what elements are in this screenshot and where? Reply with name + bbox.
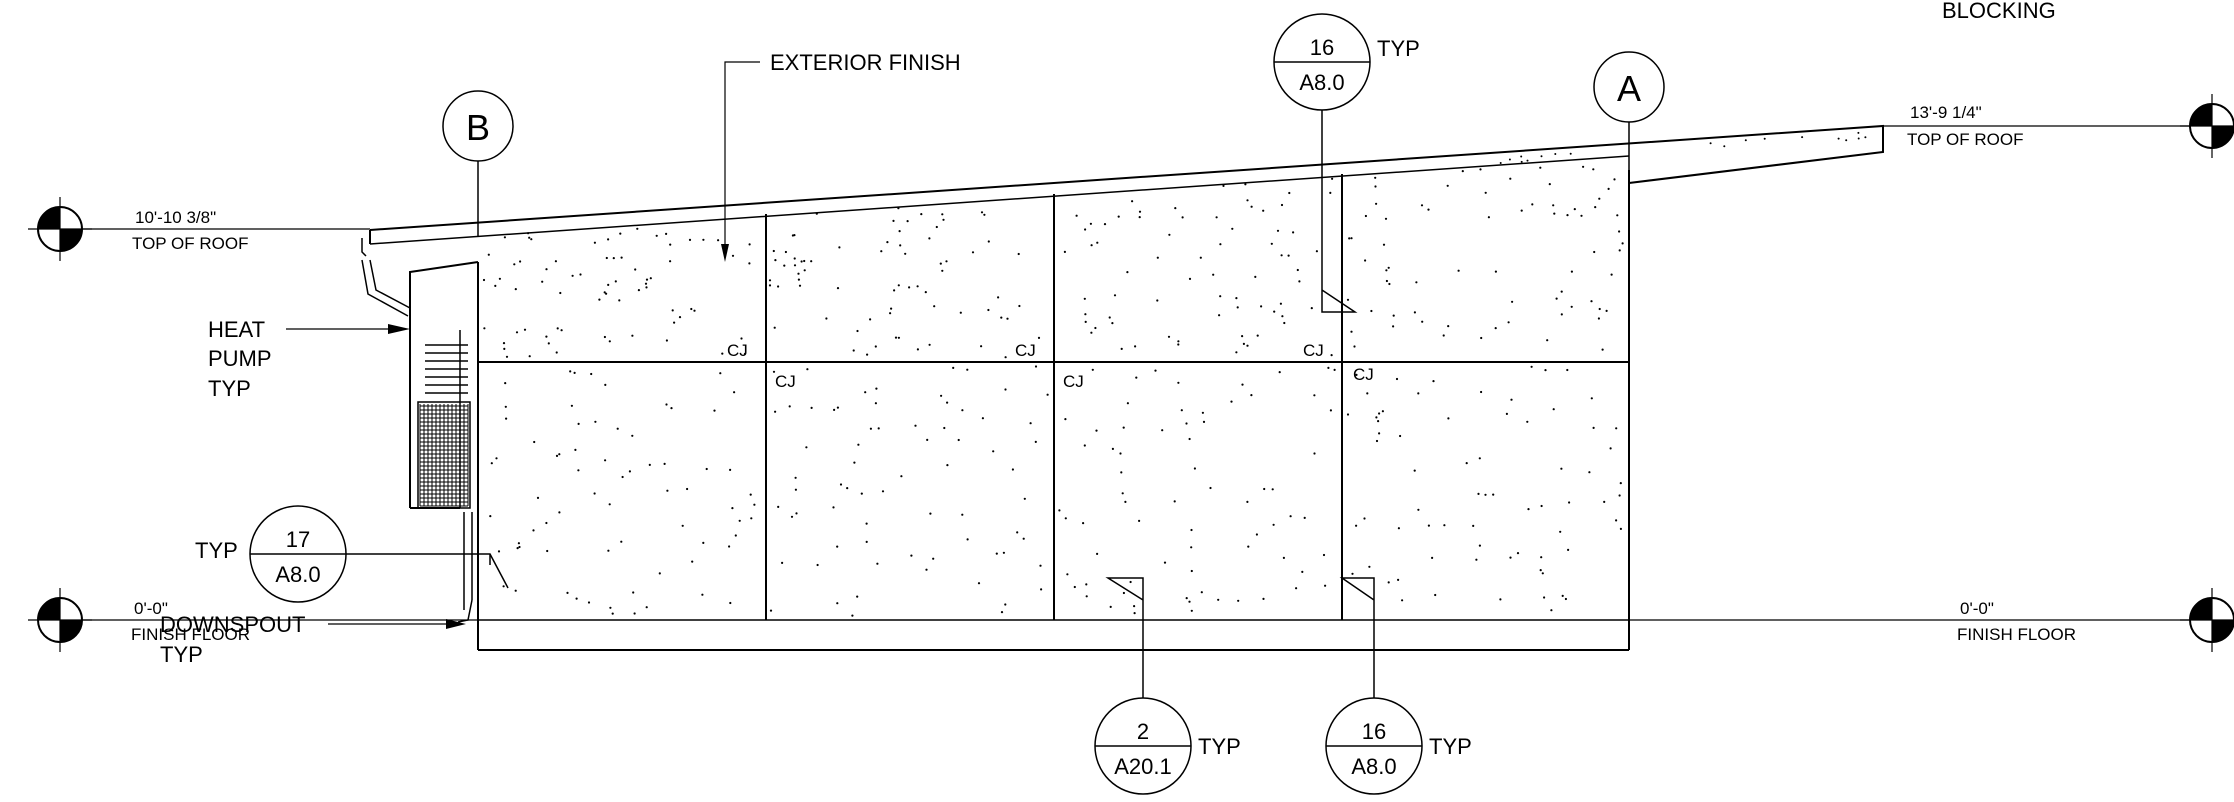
level-labels: 10'-10 3/8" TOP OF ROOF 13'-9 1/4" TOP O…: [131, 103, 2076, 644]
downspout-label-line1: DOWNSPOUT: [160, 612, 305, 637]
cj-label: CJ: [775, 372, 796, 391]
wall-panel-joints: [478, 174, 1629, 620]
level-target-left-roof: [28, 197, 92, 261]
grid-label-a: A: [1617, 68, 1641, 109]
detail-typ: TYP: [1377, 36, 1420, 61]
cj-label: CJ: [727, 341, 748, 360]
downspout-label-line2: TYP: [160, 642, 203, 667]
left-roof-elevation: 10'-10 3/8": [135, 208, 216, 227]
gutter-downspout: [361, 238, 473, 623]
level-target-right-floor: [2180, 588, 2234, 652]
detail-typ: TYP: [195, 538, 238, 563]
heat-pump-grille: [419, 404, 469, 507]
left-roof-label: TOP OF ROOF: [132, 234, 249, 253]
downspout-note: DOWNSPOUT TYP: [160, 612, 466, 667]
detail-callout-bottom-left: 2 A20.1 TYP: [1094, 577, 1241, 795]
right-floor-elevation: 0'-0": [1960, 599, 1994, 618]
detail-number: 2: [1137, 719, 1149, 744]
detail-typ: TYP: [1429, 734, 1472, 759]
cj-label: CJ: [1015, 341, 1036, 360]
control-joint-labels: CJ CJ CJ CJ CJ CJ: [727, 341, 1374, 391]
detail-number: 16: [1362, 719, 1386, 744]
exterior-finish-label: EXTERIOR FINISH: [770, 50, 961, 75]
detail-number: 16: [1310, 35, 1334, 60]
right-floor-label: FINISH FLOOR: [1957, 625, 2076, 644]
grid-line-a: A: [1593, 51, 1665, 170]
blocking-note: BLOCKING: [1942, 0, 2056, 23]
heat-pump-label-line3: TYP: [208, 376, 251, 401]
detail-callout-bottom-right: 16 A8.0 TYP: [1325, 577, 1472, 795]
detail-typ: TYP: [1198, 734, 1241, 759]
exterior-finish-note: EXTERIOR FINISH: [721, 50, 961, 262]
cj-label: CJ: [1353, 365, 1374, 384]
level-target-right-roof: [2180, 94, 2234, 158]
heat-pump-label-line1: HEAT: [208, 317, 265, 342]
heat-pump-note: HEAT PUMP TYP: [208, 317, 410, 401]
right-roof-elevation: 13'-9 1/4": [1910, 103, 1982, 122]
detail-sheet: A8.0: [1299, 70, 1344, 95]
level-target-left-floor: [28, 588, 92, 652]
left-floor-label: FINISH FLOOR: [131, 625, 250, 644]
grid-line-b: B: [442, 90, 514, 236]
detail-sheet: A8.0: [1351, 754, 1396, 779]
roof-fascia: [369, 124, 1884, 245]
detail-number: 17: [286, 527, 310, 552]
detail-callout-top: 16 A8.0 TYP: [1273, 13, 1420, 313]
cj-label: CJ: [1303, 341, 1324, 360]
grid-label-b: B: [466, 107, 490, 148]
detail-callout-left: 17 A8.0 TYP: [195, 505, 509, 603]
cj-label: CJ: [1063, 372, 1084, 391]
detail-sheet: A20.1: [1114, 754, 1172, 779]
left-floor-elevation: 0'-0": [134, 599, 168, 618]
stucco-texture: [482, 131, 1867, 617]
right-roof-label: TOP OF ROOF: [1907, 130, 2024, 149]
level-lines: [60, 125, 2226, 621]
heat-pump-label-line2: PUMP: [208, 346, 272, 371]
detail-sheet: A8.0: [275, 562, 320, 587]
